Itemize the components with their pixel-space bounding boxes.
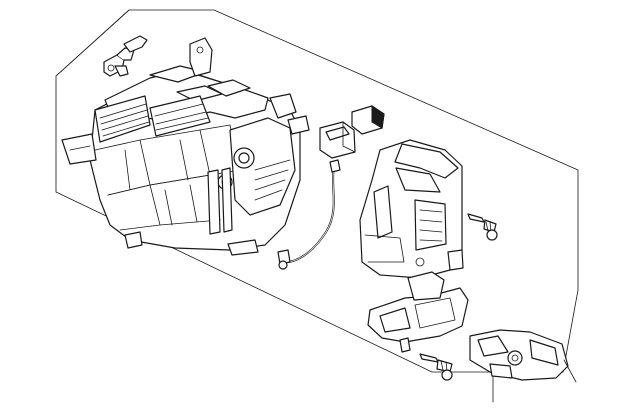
assembly-boundary [55,9,579,373]
foam-seal-large [319,121,356,159]
wire-harness [277,159,341,270]
actuator-motor [469,329,577,383]
foam-seal-small [351,105,385,135]
sensor-connector [103,35,148,77]
blend-door-housing [359,139,464,279]
screw-upper [467,213,498,241]
duct-lower [367,271,469,353]
screw-lower [419,353,453,381]
hvac-heater-unit-assembly [61,37,310,256]
